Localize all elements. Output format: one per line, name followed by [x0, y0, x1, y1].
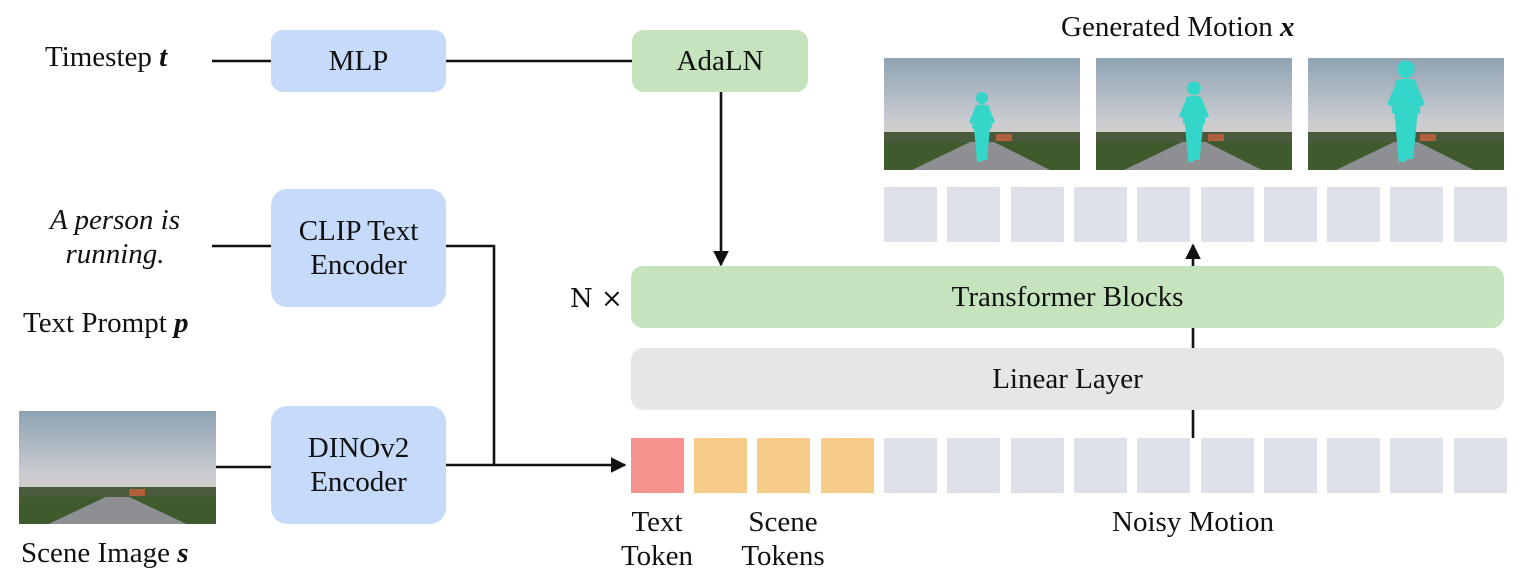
mlp-label: MLP: [328, 45, 389, 77]
noisy-motion-token: [884, 438, 937, 493]
generated-motion-frame: [1096, 58, 1292, 170]
noisy-motion-token: [1073, 438, 1127, 493]
output-motion-token: [1200, 187, 1254, 242]
scene-token: [820, 438, 874, 493]
output-motion-token: [1327, 187, 1381, 242]
clip-text-encoder-box: CLIP Text Encoder: [271, 189, 446, 307]
text-token-label: Text Token: [614, 505, 700, 573]
clip-label-2: Encoder: [310, 249, 407, 281]
generated-motion-label: Generated Motion x: [1061, 10, 1295, 44]
noisy-motion-token: [947, 438, 1001, 493]
output-motion-token: [947, 187, 1001, 242]
noisy-motion-token: [1263, 438, 1317, 493]
dino-label-1: DINOv2: [307, 432, 410, 464]
prompt-line-2: running.: [65, 238, 165, 270]
timestep-symbol: t: [159, 41, 168, 73]
output-motion-token: [1010, 187, 1064, 242]
text-prompt-label: Text Prompt p: [23, 306, 189, 340]
output-motion-token: [1137, 187, 1191, 242]
output-motion-token: [1263, 187, 1317, 242]
scene-tokens-line-1: Scene: [748, 506, 818, 538]
dino-label-2: Encoder: [310, 466, 407, 498]
text-prompt-example: A person is running.: [20, 203, 210, 271]
generated-motion-frame: [884, 58, 1080, 170]
noisy-motion-label: Noisy Motion: [1040, 505, 1346, 539]
adaln-label: AdaLN: [676, 45, 764, 77]
mlp-box: MLP: [271, 30, 446, 92]
repeat-n-label: N ×: [570, 281, 623, 316]
person-mesh-icon: [969, 92, 995, 162]
noisy-motion-text: Noisy Motion: [1112, 506, 1274, 538]
scene-tokens-label: Scene Tokens: [725, 505, 841, 573]
noisy-motion-token: [1200, 438, 1254, 493]
wire-clip-merge: [446, 244, 496, 465]
scene-symbol: s: [177, 537, 189, 569]
scene-token: [757, 438, 811, 493]
linear-label: Linear Layer: [992, 363, 1143, 395]
text-token: [631, 438, 684, 493]
output-motion-token: [884, 187, 937, 242]
repeat-text: N ×: [570, 284, 623, 314]
person-mesh-icon: [1387, 60, 1425, 162]
linear-layer-box: Linear Layer: [631, 348, 1504, 410]
prompt-label-text: Text Prompt: [23, 307, 167, 339]
noisy-motion-token: [1453, 438, 1507, 493]
output-motion-token: [1073, 187, 1127, 242]
transformer-blocks-box: Transformer Blocks: [631, 266, 1504, 328]
noisy-motion-token: [1390, 438, 1444, 493]
scene-label-text: Scene Image: [21, 537, 170, 569]
generated-motion-symbol: x: [1280, 11, 1295, 43]
scene-image-label: Scene Image s: [21, 536, 189, 570]
generated-motion-text: Generated Motion: [1061, 11, 1273, 43]
text-token-line-2: Token: [620, 540, 694, 572]
scene-image: [19, 411, 216, 524]
timestep-label: Timestep t: [45, 40, 167, 74]
clip-label-1: CLIP Text: [298, 215, 419, 247]
noisy-motion-token: [1137, 438, 1191, 493]
prompt-line-1: A person is: [50, 204, 180, 236]
noisy-motion-token: [1010, 438, 1064, 493]
text-token-line-1: Text: [631, 506, 683, 538]
person-mesh-icon: [1179, 81, 1209, 162]
prompt-symbol: p: [174, 307, 189, 339]
scene-token: [694, 438, 747, 493]
noisy-motion-token: [1327, 438, 1381, 493]
generated-motion-frame: [1308, 58, 1504, 170]
transformer-label: Transformer Blocks: [951, 281, 1184, 313]
dinov2-encoder-box: DINOv2 Encoder: [271, 406, 446, 524]
scene-tokens-line-2: Tokens: [741, 540, 825, 572]
timestep-text: Timestep: [45, 41, 152, 73]
output-motion-token: [1453, 187, 1507, 242]
adaln-box: AdaLN: [632, 30, 808, 92]
output-motion-token: [1390, 187, 1444, 242]
